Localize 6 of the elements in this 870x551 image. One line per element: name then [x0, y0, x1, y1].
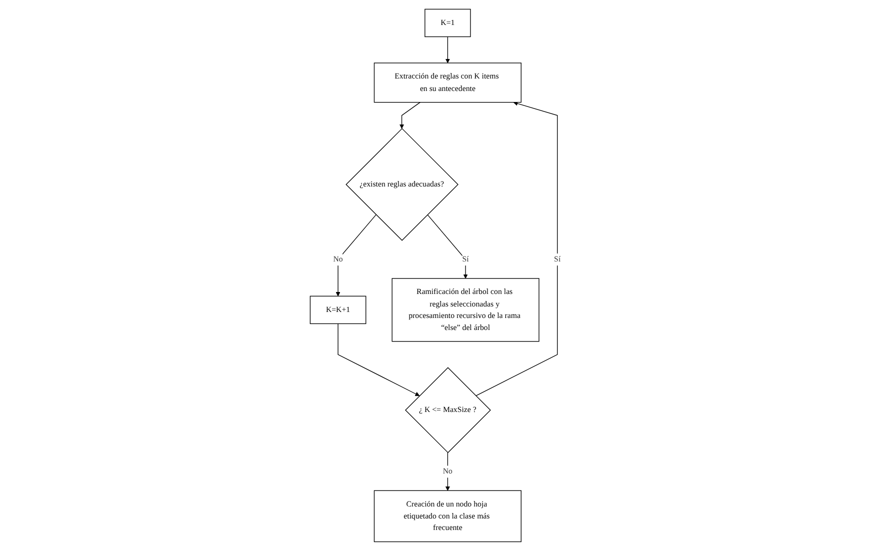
arrow [335, 214, 376, 296]
arrow [337, 323, 420, 396]
arrow [475, 101, 558, 396]
arrow [426, 214, 468, 279]
arrow [399, 102, 420, 129]
arrow [444, 36, 450, 64]
